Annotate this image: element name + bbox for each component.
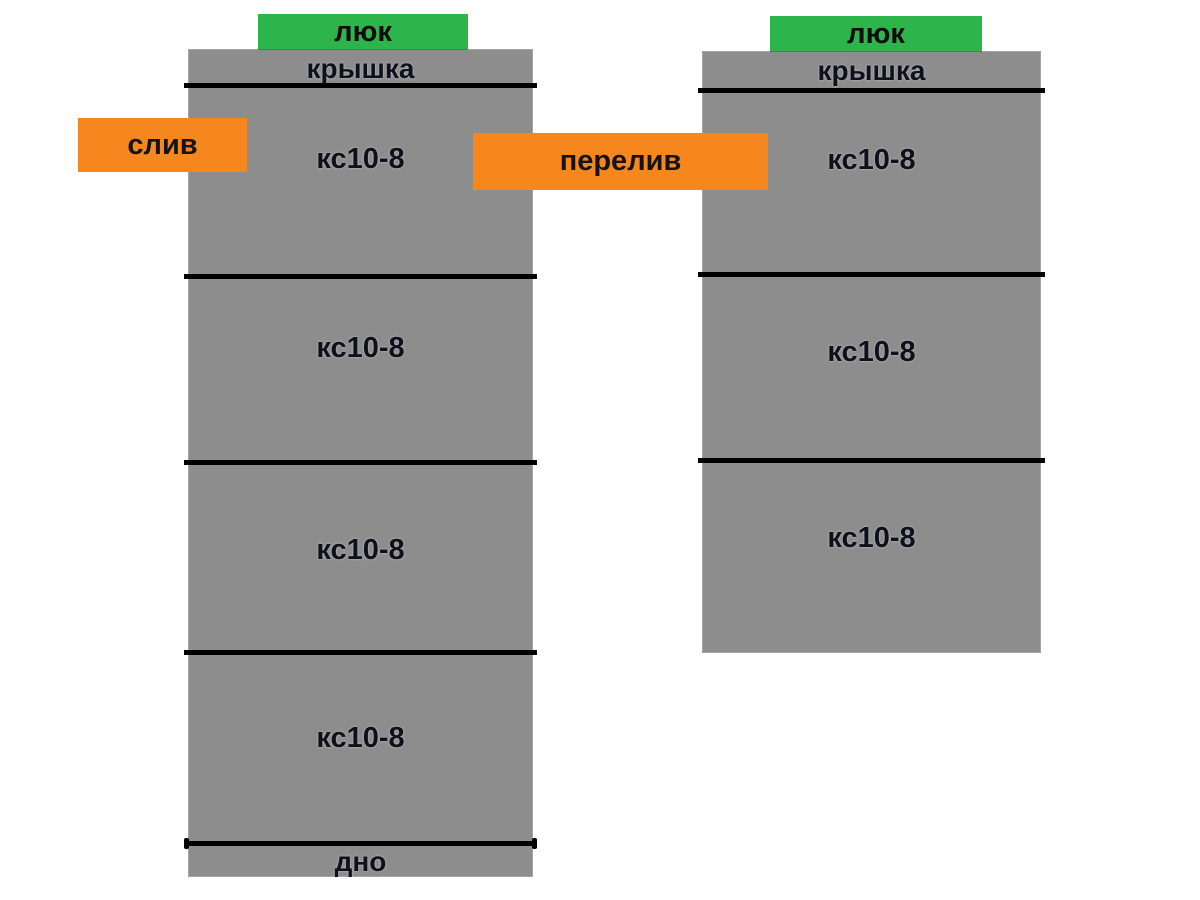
drain-pipe-label: слив bbox=[127, 128, 198, 161]
left-tank-ring-4-label: кс10-8 bbox=[316, 722, 405, 754]
right-tank-hatch-label: люк bbox=[847, 17, 905, 50]
left-tank-separator-2 bbox=[184, 274, 537, 279]
right-tank-separator-3 bbox=[698, 458, 1045, 463]
left-tank-ring-3-label: кс10-8 bbox=[316, 534, 405, 566]
left-tank-ring-1-label: кс10-8 bbox=[316, 143, 405, 175]
right-tank-ring-1-label: кс10-8 bbox=[827, 144, 916, 176]
right-tank-ring-2-label: кс10-8 bbox=[827, 336, 916, 368]
left-tank-cover-label: крышка bbox=[306, 53, 415, 84]
right-tank-cover-label: крышка bbox=[817, 55, 926, 86]
overflow-pipe-label: перелив bbox=[559, 145, 682, 177]
overflow-pipe-tag: перелив bbox=[473, 133, 768, 190]
drain-pipe-tag: слив bbox=[78, 118, 247, 172]
left-tank-hatch-label: люк bbox=[334, 16, 392, 48]
right-tank-ring-3-label: кс10-8 bbox=[827, 522, 916, 554]
right-tank-hatch-block: люк bbox=[770, 16, 982, 52]
left-tank-hatch-block: люк bbox=[258, 14, 468, 51]
left-tank-separator-1 bbox=[184, 83, 537, 88]
left-tank-ring-2-label: кс10-8 bbox=[316, 332, 405, 364]
left-tank-separator-4 bbox=[184, 650, 537, 655]
right-tank-separator-2 bbox=[698, 272, 1045, 277]
left-tank-bottom-label: дно bbox=[334, 846, 387, 877]
left-tank-separator-5 bbox=[184, 838, 537, 849]
right-tank-separator-1 bbox=[698, 88, 1045, 93]
left-tank-separator-3 bbox=[184, 460, 537, 465]
